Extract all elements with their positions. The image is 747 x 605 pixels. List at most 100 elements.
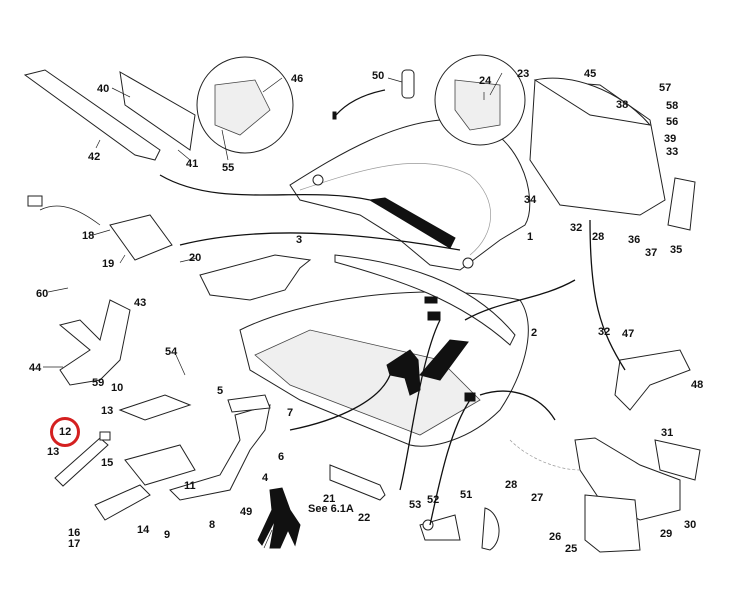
part-label-3[interactable]: 3 bbox=[296, 234, 303, 246]
leader-lines bbox=[43, 72, 503, 549]
lip-clip-b bbox=[427, 311, 441, 321]
part-label-38[interactable]: 38 bbox=[616, 99, 629, 111]
part-label-30[interactable]: 30 bbox=[684, 519, 697, 531]
trunk-floor bbox=[254, 329, 481, 436]
part-label-18[interactable]: 18 bbox=[82, 230, 95, 242]
small-hinge bbox=[199, 254, 312, 301]
gas-strut bbox=[54, 437, 109, 487]
bump-stop bbox=[401, 69, 415, 99]
lock-cover bbox=[533, 77, 652, 126]
part-label-56[interactable]: 56 bbox=[666, 116, 679, 128]
bracket-44 bbox=[58, 299, 131, 386]
part-label-32-lower[interactable]: 32 bbox=[598, 326, 611, 338]
part-label-42[interactable]: 42 bbox=[88, 151, 101, 163]
connector bbox=[27, 195, 43, 207]
part-label-59[interactable]: 59 bbox=[92, 377, 105, 389]
part-label-35[interactable]: 35 bbox=[670, 244, 683, 256]
latch-21 bbox=[329, 464, 386, 501]
latch-striker bbox=[464, 392, 476, 402]
trunk-latch-black bbox=[386, 349, 421, 396]
part-label-16[interactable]: 16 bbox=[68, 527, 81, 539]
part-label-28-upper[interactable]: 28 bbox=[592, 231, 605, 243]
detail-46-part bbox=[214, 79, 271, 136]
part-label-20[interactable]: 20 bbox=[189, 252, 202, 264]
part-label-11[interactable]: 11 bbox=[184, 480, 196, 492]
part-label-23[interactable]: 23 bbox=[517, 68, 530, 80]
handle-tray bbox=[109, 214, 173, 261]
part-label-7[interactable]: 7 bbox=[287, 407, 294, 419]
strut-end bbox=[99, 431, 111, 441]
part-label-39[interactable]: 39 bbox=[664, 133, 677, 145]
part-label-41[interactable]: 41 bbox=[186, 158, 199, 170]
hinge-plate-10 bbox=[118, 394, 192, 421]
part-label-9[interactable]: 9 bbox=[164, 529, 171, 541]
part-label-19[interactable]: 19 bbox=[102, 258, 115, 270]
part-label-52[interactable]: 52 bbox=[427, 494, 440, 506]
release-47 bbox=[614, 349, 691, 411]
part-label-4[interactable]: 4 bbox=[262, 472, 269, 484]
boot-lid-inner bbox=[299, 163, 491, 256]
part-label-22[interactable]: 22 bbox=[358, 512, 371, 524]
lock-plate-35 bbox=[667, 177, 696, 231]
part-label-21[interactable]: 21 bbox=[323, 493, 336, 505]
part-label-45[interactable]: 45 bbox=[584, 68, 597, 80]
part-label-49[interactable]: 49 bbox=[240, 506, 253, 518]
part-label-32-upper[interactable]: 32 bbox=[570, 222, 583, 234]
hinge-link-14 bbox=[94, 484, 151, 521]
part-label-58[interactable]: 58 bbox=[666, 100, 679, 112]
part-label-37[interactable]: 37 bbox=[645, 247, 658, 259]
actuator-body bbox=[584, 494, 641, 553]
cable-arrow-7 bbox=[479, 390, 556, 421]
part-label-48[interactable]: 48 bbox=[691, 379, 704, 391]
part-label-5[interactable]: 5 bbox=[217, 385, 224, 397]
part-label-50[interactable]: 50 bbox=[372, 70, 385, 82]
part-label-44[interactable]: 44 bbox=[29, 362, 42, 374]
part-label-31[interactable]: 31 bbox=[661, 427, 674, 439]
part-label-13-lower[interactable]: 13 bbox=[47, 446, 60, 458]
part-label-28-lower[interactable]: 28 bbox=[505, 479, 518, 491]
hinge-arm-4 bbox=[169, 404, 271, 501]
plate-5 bbox=[227, 394, 271, 413]
part-label-40[interactable]: 40 bbox=[97, 83, 110, 95]
part-label-2[interactable]: 2 bbox=[531, 327, 538, 339]
part-label-1[interactable]: 1 bbox=[527, 231, 534, 243]
part-label-15[interactable]: 15 bbox=[101, 457, 114, 469]
part-label-57[interactable]: 57 bbox=[659, 82, 672, 94]
part-label-33[interactable]: 33 bbox=[666, 146, 679, 158]
release-handle bbox=[419, 514, 461, 541]
cable-arrow-3 bbox=[289, 374, 391, 431]
part-label-60[interactable]: 60 bbox=[36, 288, 49, 300]
part-label-47[interactable]: 47 bbox=[622, 328, 635, 340]
highlight-circle-part-12 bbox=[50, 417, 80, 447]
part-label-12[interactable]: 12 bbox=[59, 426, 72, 438]
part-label-21-note[interactable]: See 6.1A bbox=[308, 503, 354, 515]
part-label-53[interactable]: 53 bbox=[409, 499, 422, 511]
part-label-13-upper[interactable]: 13 bbox=[101, 405, 114, 417]
part-label-29[interactable]: 29 bbox=[660, 528, 673, 540]
part-label-46[interactable]: 46 bbox=[291, 73, 304, 85]
lid-grommet bbox=[312, 174, 324, 186]
part-label-55[interactable]: 55 bbox=[222, 162, 235, 174]
part-label-8[interactable]: 8 bbox=[209, 519, 216, 531]
part-label-34[interactable]: 34 bbox=[524, 194, 537, 206]
part-label-25[interactable]: 25 bbox=[565, 543, 578, 555]
part-label-36[interactable]: 36 bbox=[628, 234, 641, 246]
lip-clip-a bbox=[424, 296, 438, 304]
part-label-10[interactable]: 10 bbox=[111, 382, 124, 394]
part-label-17[interactable]: 17 bbox=[68, 538, 81, 550]
cable-32 bbox=[589, 219, 626, 371]
part-label-54[interactable]: 54 bbox=[165, 346, 178, 358]
part-label-43[interactable]: 43 bbox=[134, 297, 147, 309]
handle-wire bbox=[39, 205, 101, 226]
part-label-26[interactable]: 26 bbox=[549, 531, 562, 543]
part-label-14[interactable]: 14 bbox=[137, 524, 150, 536]
hinge-base bbox=[124, 444, 196, 486]
plate-31 bbox=[654, 439, 701, 481]
part-label-6[interactable]: 6 bbox=[278, 451, 285, 463]
part-label-24[interactable]: 24 bbox=[479, 75, 492, 87]
part-label-27[interactable]: 27 bbox=[531, 492, 544, 504]
cable-arrow-8 bbox=[464, 279, 576, 321]
part-label-51[interactable]: 51 bbox=[460, 489, 473, 501]
